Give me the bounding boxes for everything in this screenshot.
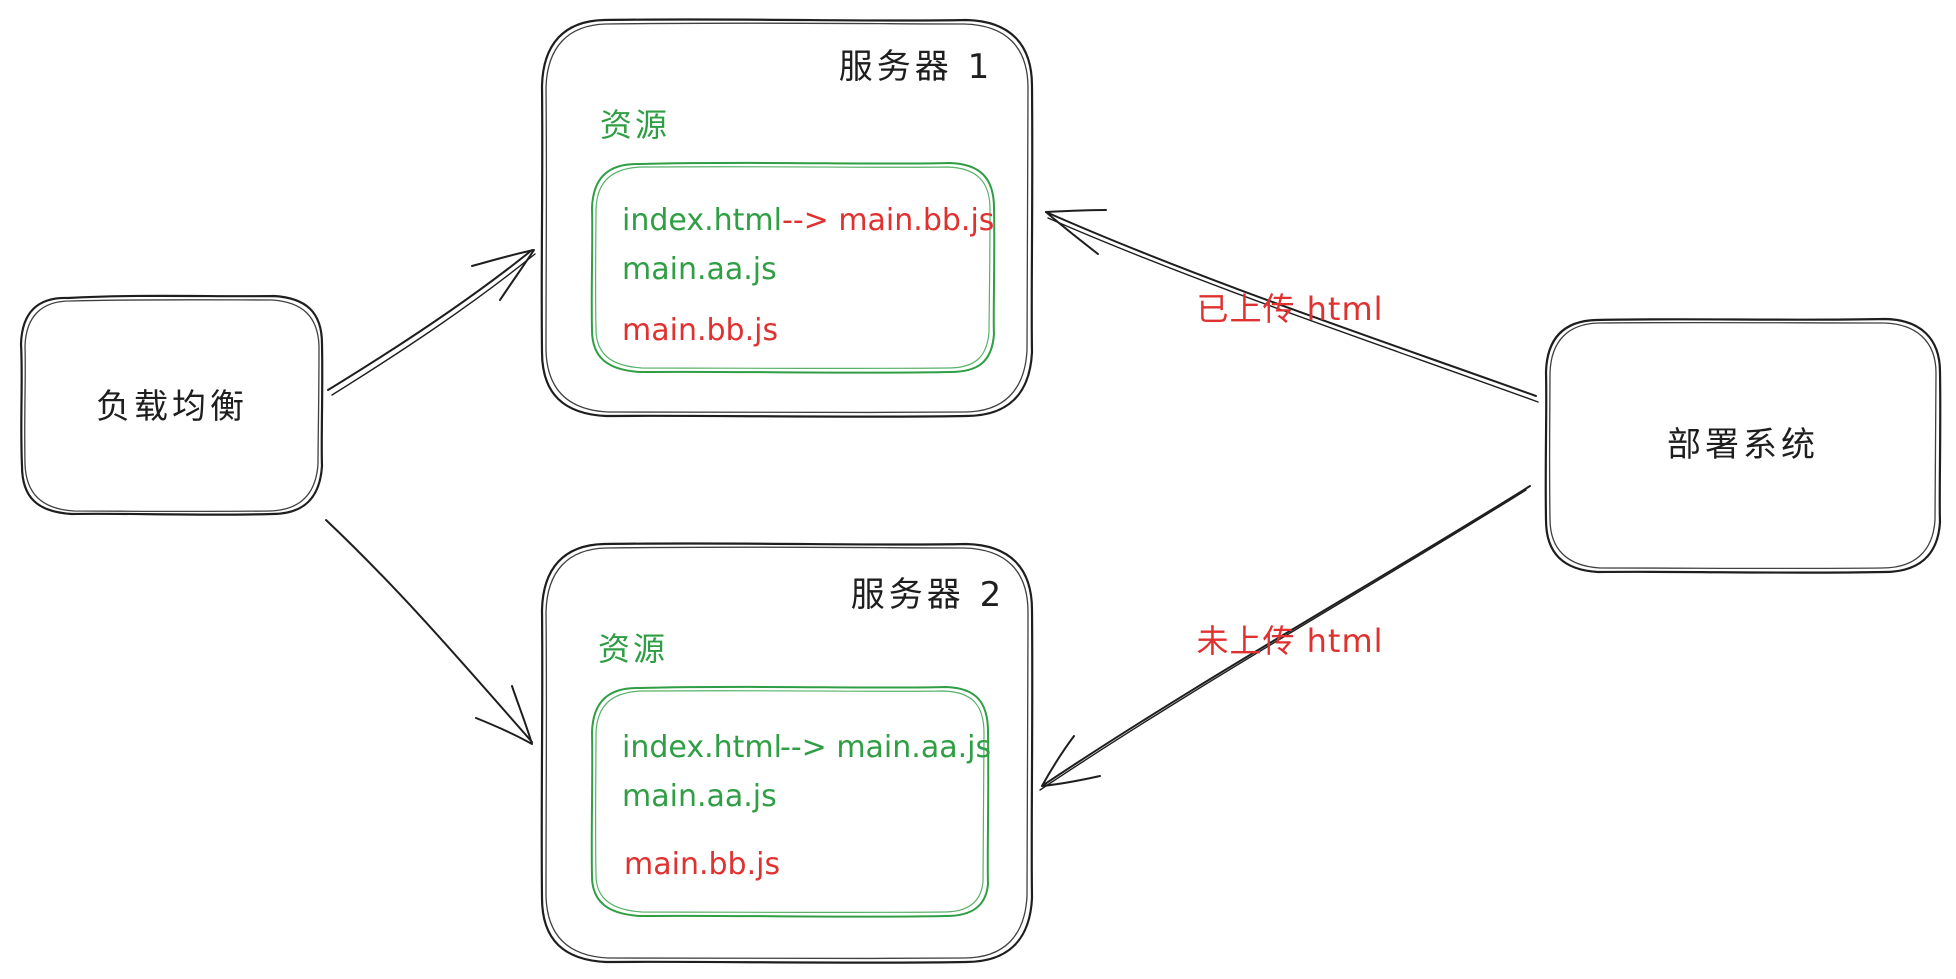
edge-label-not-uploaded: 未上传 html: [1196, 622, 1383, 660]
server1-resources-box: [590, 161, 996, 374]
server2-title: 服务器 2: [851, 575, 1005, 615]
server2-index-ref: --> main.aa.js: [780, 730, 991, 765]
deploy-system-node[interactable]: 部署系统: [1544, 317, 1942, 574]
server2-file-index: index.html: [622, 730, 782, 765]
deploy-system-label: 部署系统: [1667, 425, 1819, 465]
server2-resources-label: 资源: [598, 630, 668, 668]
server2-box: [540, 542, 1034, 964]
arrow-lb-to-server2: [325, 519, 533, 745]
server1-box: [540, 18, 1034, 418]
server1-file-main-aa: main.aa.js: [622, 252, 777, 287]
server1-file-index: index.html: [622, 203, 782, 238]
server2-resources-box: [590, 685, 990, 918]
server1-title: 服务器 1: [839, 47, 993, 87]
arrow-deploy-to-server2: [1039, 485, 1531, 791]
arrow-lb-to-server1: [327, 249, 536, 396]
server2-file-main-bb: main.bb.js: [624, 847, 780, 882]
load-balancer-label: 负载均衡: [96, 387, 248, 427]
server1-resources-label: 资源: [600, 106, 670, 144]
server1-node[interactable]: 服务器 1 资源 index.html --> main.bb.js main.…: [540, 18, 1034, 418]
load-balancer-box: [19, 294, 324, 516]
arrow-deploy-to-server1: [1045, 209, 1539, 403]
server1-file-main-bb: main.bb.js: [622, 313, 778, 348]
server2-node[interactable]: 服务器 2 资源 index.html --> main.aa.js main.…: [540, 542, 1034, 964]
server2-file-main-aa: main.aa.js: [622, 779, 777, 814]
load-balancer-node[interactable]: 负载均衡: [19, 294, 324, 516]
deploy-system-box: [1544, 317, 1942, 574]
edge-label-uploaded: 已上传 html: [1196, 290, 1383, 328]
server1-index-ref: --> main.bb.js: [782, 203, 994, 238]
